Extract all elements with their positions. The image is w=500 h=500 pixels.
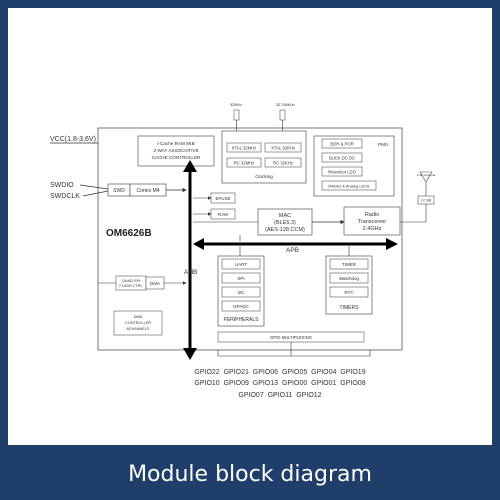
uart-label: UART [235,262,247,267]
xtal-32m-label: XTAL 32MHz [232,146,256,151]
timers-label: TIMERS [340,305,360,311]
vcc-label: VCC(1.8-3.6V) [50,136,96,143]
apb-label: APB [286,247,299,254]
i2c-label: I2C [237,290,245,295]
efuse-label: EFUSE [215,196,230,201]
icache-line-3: CACHE CONTROLLER [152,155,201,160]
rc-32k-label: RC 32KHz [273,161,293,166]
antenna-icon [419,171,433,183]
retention-ldo-label: Retention LDO [328,170,356,175]
swdclk-label: SWDCLK [50,193,80,200]
icache-line-1: I-Cache RAM 8KB [157,141,195,146]
figure-caption: Module block diagram [128,461,372,487]
watchdog-block [329,272,369,284]
radio-line-2: Transceiver [358,219,387,225]
quadspi-line-1: QUAD-SPI [122,279,140,283]
gpadc-block [221,300,261,312]
radio-ldo-block [321,180,377,191]
chip-name: OM6626B [106,228,152,239]
gpadc-label: GPADC [233,304,249,309]
swdio-label: SWDIO [50,182,74,189]
crystal-32k-icon [279,109,286,121]
mac-line-3: (AES-128 CCM) [265,227,305,233]
cortex-label: Cortex M4 [136,188,159,194]
icache-block [137,135,215,167]
retention-ldo-block [321,166,363,177]
pmu-label: PMU [378,142,388,147]
diagram-panel: VCC(1.8-3.6V) SWDIO SWDCLK I-Cache RAM 8… [8,8,492,445]
clocking-group [221,130,307,184]
rc-32m-block [226,157,262,168]
block-diagram: VCC(1.8-3.6V) SWDIO SWDCLK I-Cache RAM 8… [50,103,436,399]
ahb-arrow-top [183,160,197,172]
xtal-32k-block [264,142,302,153]
radio-line-1: Radio [365,212,379,218]
dma-ctrl-line-2: CONTROLLER [125,321,151,325]
rtc-block [329,286,369,298]
dma-ctrl-line-3: 8CHANNELS [127,327,150,331]
radio-block [343,206,401,236]
ahb-arrow-bottom [183,348,197,360]
mac-line-1: MAC [279,213,291,219]
rc-32k-block [264,157,302,168]
icache-line-2: 2-WAY ASSOCIATIVE [153,148,198,153]
peripherals-label: PERIPHERALS [223,317,259,323]
rc-32m-label: RC 32MHz [234,161,254,166]
xtal-32m-block [226,142,262,153]
gpio-row-1: GPIO22 GPIO21 GPIO06 GPIO05 GPIO04 GPIO1… [194,369,365,376]
buck-label: BUCK DC DC [329,156,355,161]
ahb-label: AHB [184,269,197,276]
bor-por-label: BOR & POR [330,142,353,147]
watchdog-label: Watchdog [339,276,360,281]
antenna-label: 2.4G Antenna [417,173,436,177]
gpio-mux-label: GPIO MULTIPLEXING [270,335,312,340]
swdclk-line [82,190,109,197]
apb-arrow-right [386,238,398,250]
timer-label: TIMER [342,262,357,267]
spi-label: SPI [237,276,244,281]
radio-ldo-label: RADIO & Analog LDOs [328,184,369,189]
quadspi-line-2: FLASH CTRL [119,284,142,288]
swd-label: SWD [113,188,125,194]
crystal-32m-icon [233,109,240,121]
buck-block [321,152,363,163]
lc-label: LC BB [421,199,432,203]
bor-por-block [321,138,363,149]
timer-block [329,258,369,270]
ram-label: RAM [218,212,228,217]
chip-boundary [97,127,403,351]
dma-controller-block [113,310,163,336]
xtal-32k-label: XTAL 32KHz [271,146,295,151]
mac-line-2: (BLE5.3) [274,220,296,226]
gpio-row-3: GPIO07 GPIO11 GPIO12 [238,392,321,399]
xtal-top-right-label: 32.768KHz [276,103,295,107]
i2c-block [221,286,261,298]
dma-ctrl-line-1: DMA [134,315,143,319]
clocking-label: Clocking [255,174,273,179]
xtal-top-left-label: 32MHz [230,103,242,107]
spi-block [221,272,261,284]
dma-label: DMA [150,281,161,286]
swdio-line [79,184,109,190]
uart-block [221,258,261,270]
apb-arrow-left [193,238,204,250]
rtc-label: RTC [344,290,354,295]
radio-line-3: 2.4GHz [363,226,382,232]
gpio-row-2: GPIO10 GPIO09 GPIO13 GPIO00 GPIO01 GPIO0… [194,380,365,387]
